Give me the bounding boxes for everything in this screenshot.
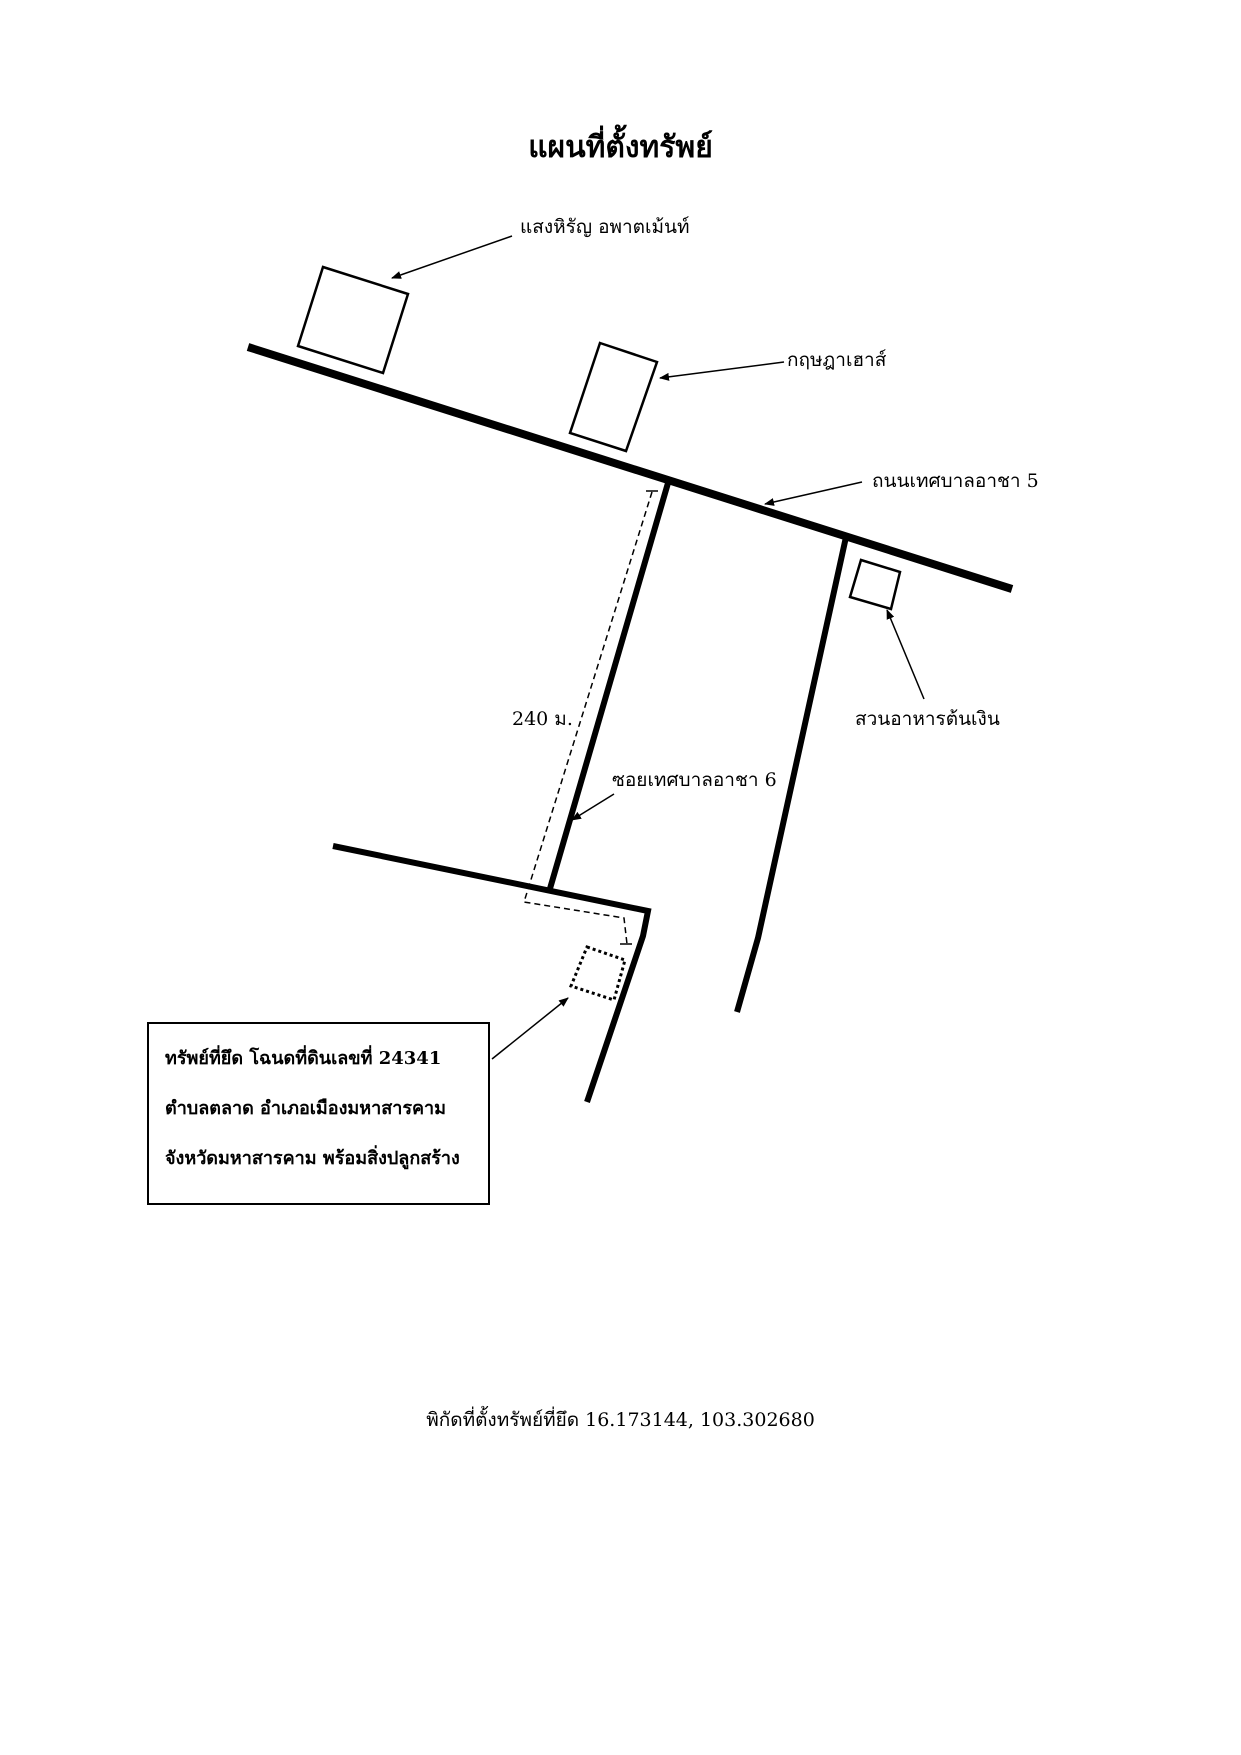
main-road-arrow [764,481,863,506]
krisada-house-building [568,341,659,453]
krisada-arrow [659,361,785,381]
restaurant-building [848,558,902,611]
restaurant-arrow [886,609,925,700]
map-title: แผนที่ตั้งทรัพย์ [528,130,713,165]
saenghirun-building [296,265,410,375]
property-plot [568,945,627,1002]
property-arrow [491,997,569,1060]
property-line-1: ทรัพย์ที่ยึด โฉนดที่ดินเลขที่ 24341 [165,1048,442,1069]
main-road-label: ถนนเทศบาลอาชา 5 [872,470,1039,492]
soi-label: ซอยเทศบาลอาชา 6 [612,769,777,791]
soi-arrow [571,793,615,821]
krisada-house-label: กฤษฎาเฮาส์ [787,349,887,371]
property-info-box: ทรัพย์ที่ยึด โฉนดที่ดินเลขที่ 24341 ตำบล… [147,1022,490,1205]
saenghirun-label: แสงหิรัญ อพาตเม้นท์ [520,216,690,238]
lower-road [332,843,652,1103]
distance-label: 240 ม. [512,708,573,730]
main-road [246,343,1014,593]
right-branch-road [734,536,849,1013]
soi-road [546,482,671,893]
property-line-3: จังหวัดมหาสารคาม พร้อมสิ่งปลูกสร้าง [165,1148,460,1169]
property-line-2: ตำบลตลาด อำเภอเมืองมหาสารคาม [165,1098,447,1119]
restaurant-label: สวนอาหารต้นเงิน [855,708,1000,730]
coordinates-text: พิกัดที่ตั้งทรัพย์ที่ยึด 16.173144, 103.… [426,1409,815,1431]
saenghirun-arrow [391,235,513,279]
dashed-route [523,491,653,945]
